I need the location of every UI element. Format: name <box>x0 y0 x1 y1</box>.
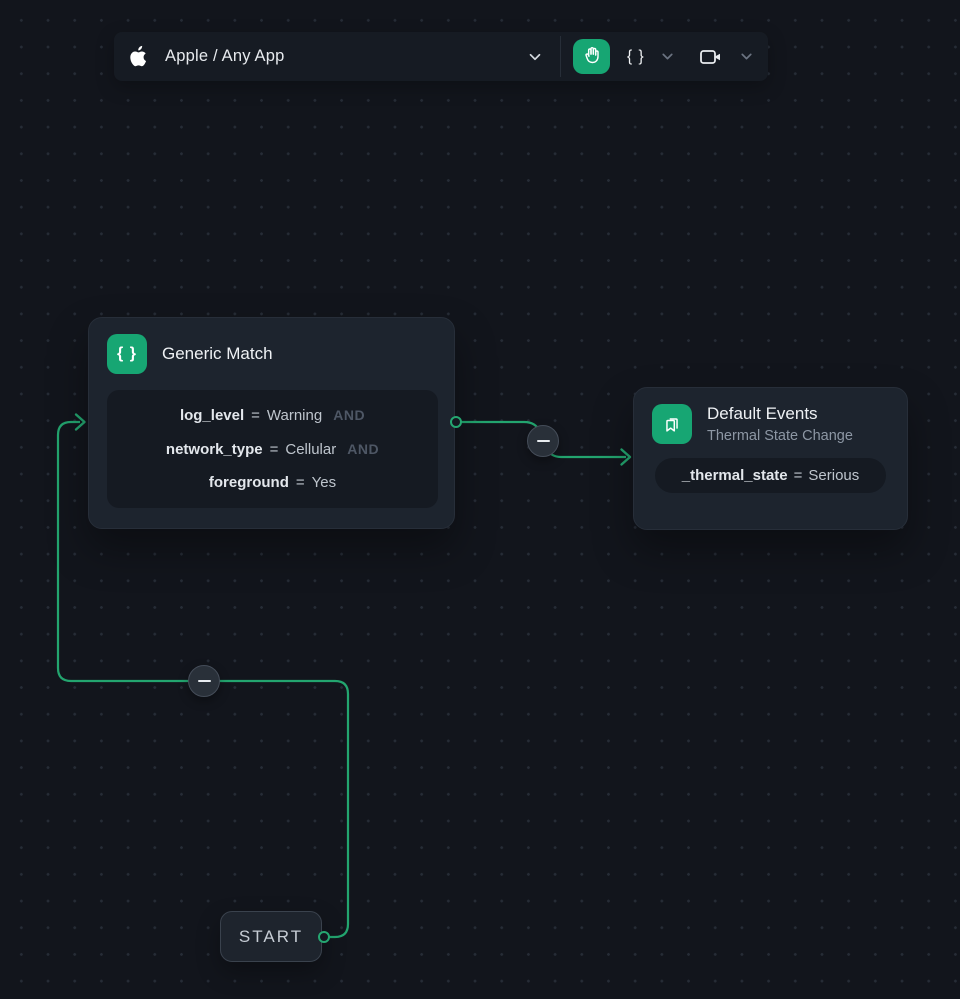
output-port-start[interactable] <box>318 931 330 943</box>
condition-key: _thermal_state <box>681 467 788 484</box>
start-label: START <box>238 926 304 946</box>
output-port-generic-match[interactable] <box>450 416 462 428</box>
condition-row: network_type = Cellular AND <box>107 441 438 458</box>
node-title: Generic Match <box>162 344 273 363</box>
minus-icon <box>536 440 550 442</box>
condition-key: log_level <box>179 406 245 424</box>
node-start[interactable]: START <box>220 911 322 962</box>
recording-dropdown[interactable] <box>698 47 756 67</box>
toolbar-divider <box>560 36 561 77</box>
condition-operator: = <box>793 467 803 484</box>
condition-value: Warning <box>266 406 323 424</box>
condition-operator: = <box>251 406 260 424</box>
edge-collapse-button[interactable] <box>527 425 559 457</box>
condition-panel: log_level = Warning AND network_type = C… <box>107 390 438 508</box>
condition-row: foreground = Yes <box>107 474 438 491</box>
condition-value: Yes <box>311 474 337 492</box>
node-generic-match[interactable]: { } Generic Match log_level = Warning AN… <box>88 317 455 529</box>
minus-icon <box>197 680 211 682</box>
condition-key: foreground <box>208 474 289 492</box>
condition-value: Cellular <box>285 440 337 458</box>
node-default-events[interactable]: Default Events Thermal State Change _the… <box>633 387 908 530</box>
bookmarks-icon <box>652 404 692 444</box>
condition-operator: = <box>295 474 305 492</box>
code-view-dropdown[interactable]: { } <box>627 48 677 66</box>
pan-tool-button[interactable] <box>573 39 610 74</box>
app-selector-dropdown[interactable]: Apple / Any App <box>114 32 560 81</box>
app-selector-label: Apple / Any App <box>165 47 285 65</box>
braces-icon: { } <box>107 334 147 374</box>
apple-icon <box>128 45 148 69</box>
braces-icon: { } <box>627 47 645 65</box>
node-default-events-header[interactable]: Default Events Thermal State Change <box>634 388 907 456</box>
node-generic-match-header[interactable]: { } Generic Match <box>89 318 454 388</box>
chevron-down-icon <box>526 48 544 66</box>
hand-icon <box>582 45 602 68</box>
top-toolbar: Apple / Any App { } <box>114 32 768 81</box>
node-subtitle: Thermal State Change <box>707 428 853 444</box>
condition-operator: = <box>269 440 279 458</box>
condition-conjunction: AND <box>333 406 366 423</box>
condition-key: network_type <box>165 440 263 458</box>
node-title: Default Events <box>707 404 818 423</box>
chevron-down-icon <box>738 48 756 66</box>
edge-collapse-button[interactable] <box>188 665 220 697</box>
video-camera-icon <box>698 47 724 67</box>
condition-value: Serious <box>808 467 860 484</box>
condition-pill: _thermal_state = Serious <box>655 458 886 493</box>
condition-conjunction: AND <box>347 440 380 457</box>
condition-row: log_level = Warning AND <box>107 407 438 424</box>
chevron-down-icon <box>659 48 677 66</box>
